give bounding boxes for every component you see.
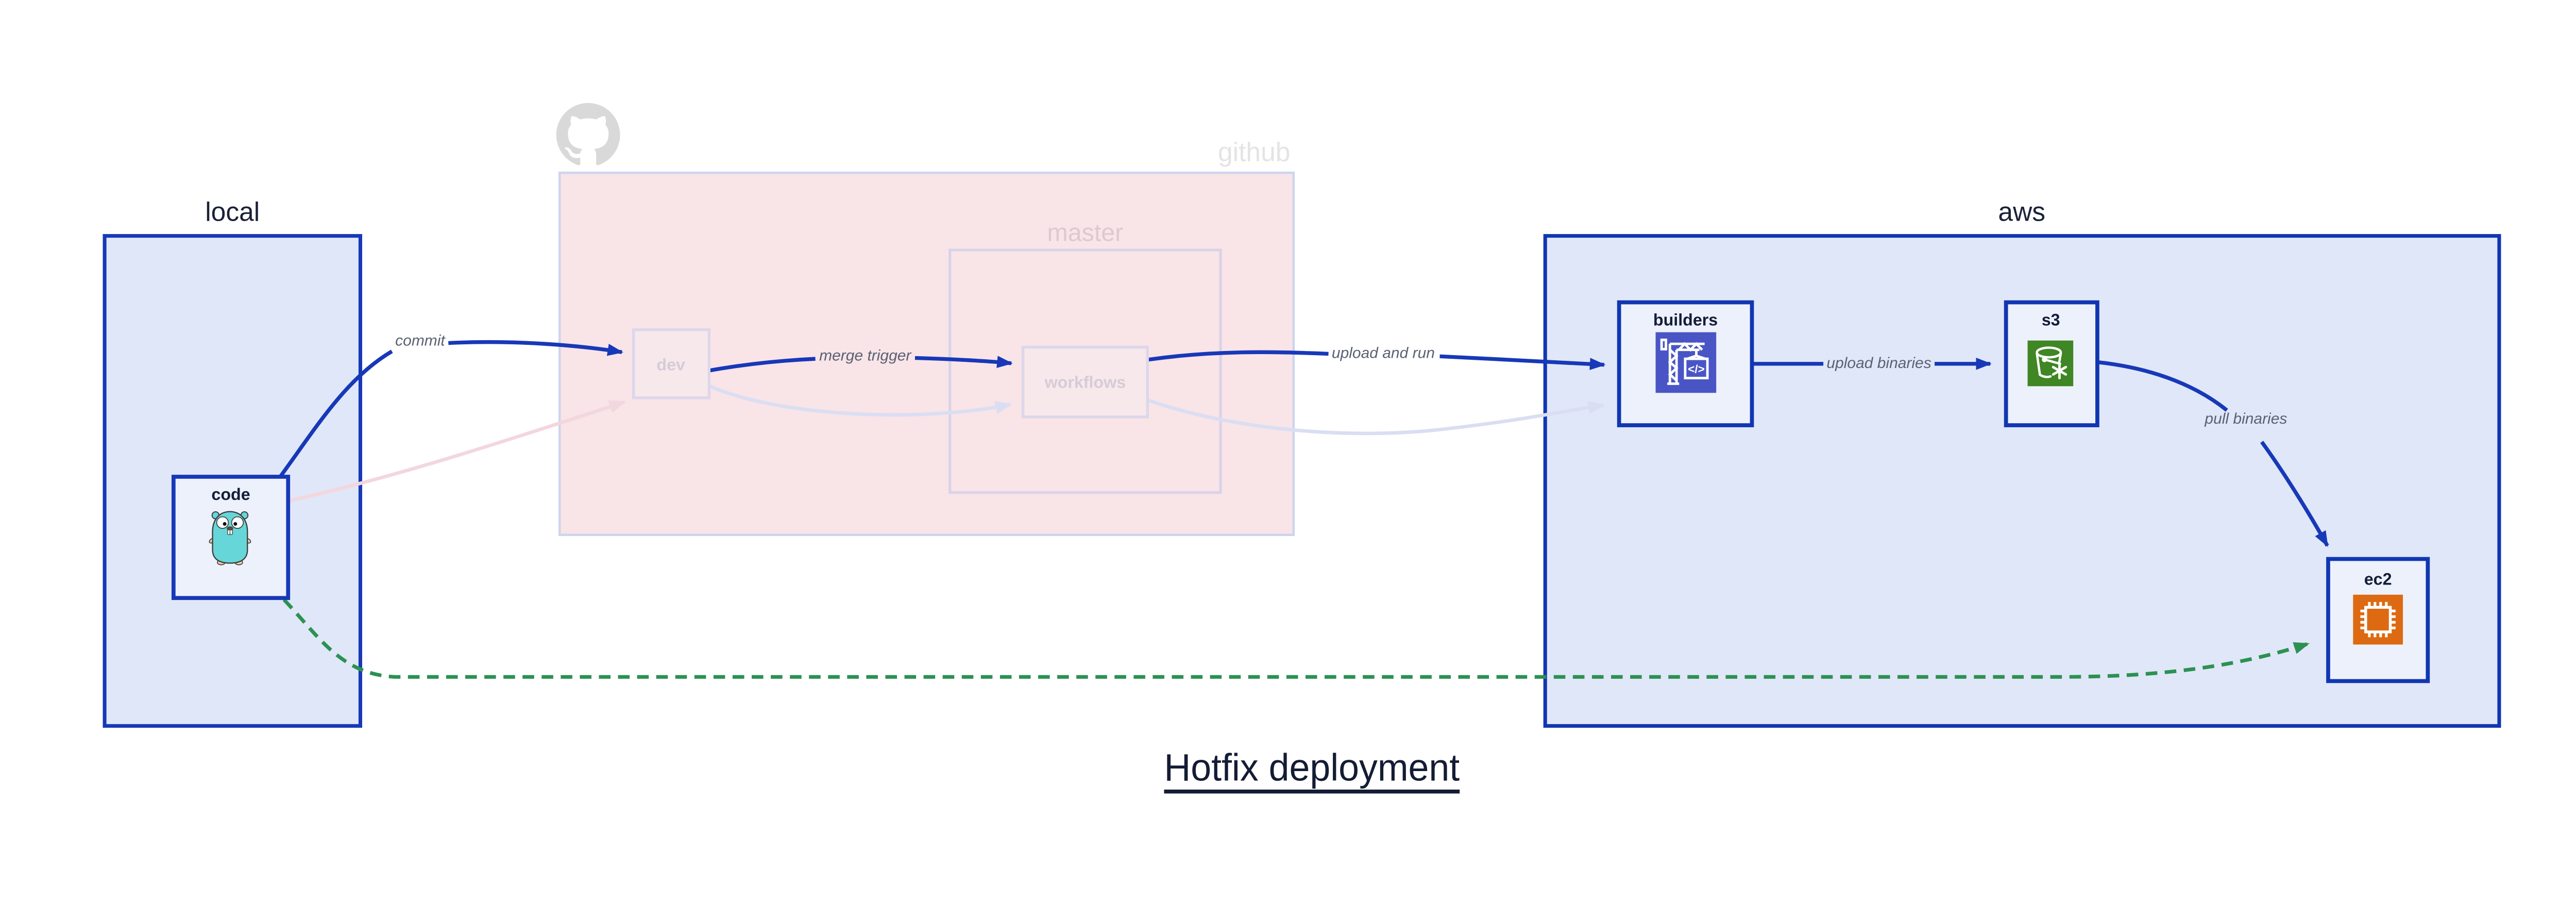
node-builders: builders </> bbox=[1617, 300, 1754, 427]
edge-upload-and-run-line-start bbox=[1148, 350, 1329, 362]
group-github-label: github bbox=[1218, 137, 1290, 167]
node-ec2: ec2 bbox=[2326, 557, 2430, 683]
node-s3-label: s3 bbox=[2042, 311, 2060, 329]
edge-commit bbox=[277, 340, 623, 480]
edge-upload-binaries-label: upload binaries bbox=[1826, 355, 1931, 372]
node-builders-box bbox=[1617, 300, 1754, 427]
group-master-box bbox=[948, 248, 1222, 494]
group-aws-label: aws bbox=[1998, 197, 2045, 227]
node-workflows-label: workflows bbox=[1044, 373, 1126, 392]
edge-code-to-dev-faded bbox=[289, 400, 626, 503]
edge-pull-binaries-line-start bbox=[2097, 360, 2228, 412]
node-ec2-label: ec2 bbox=[2364, 570, 2392, 588]
edge-upload-and-run-label: upload and run bbox=[1332, 345, 1435, 362]
node-workflows-box bbox=[1021, 345, 1149, 419]
edge-workflows-to-builders-faded bbox=[1147, 398, 1605, 436]
edge-commit-line-start bbox=[277, 349, 393, 480]
edge-pull-binaries-label: pull binaries bbox=[2204, 410, 2287, 427]
group-github: github master bbox=[556, 103, 1295, 537]
aws-s3-glacier-icon bbox=[2027, 340, 2074, 387]
edge-commit-label: commit bbox=[395, 332, 446, 349]
node-dev: dev bbox=[632, 328, 711, 399]
node-code-label: code bbox=[211, 485, 250, 504]
edge-pull-binaries bbox=[2097, 360, 2329, 547]
go-gopher-icon bbox=[209, 511, 251, 565]
edge-merge-trigger-line-start bbox=[709, 357, 816, 373]
group-local: local bbox=[103, 197, 362, 728]
node-dev-label: dev bbox=[656, 356, 685, 374]
edge-upload-and-run bbox=[1148, 350, 1606, 371]
edge-commit-line-end bbox=[448, 340, 623, 356]
node-workflows: workflows bbox=[1021, 345, 1149, 419]
node-builders-label: builders bbox=[1653, 311, 1718, 329]
edge-dev-to-workflows-faded bbox=[709, 385, 1012, 417]
edge-upload-and-run-line-end bbox=[1439, 354, 1606, 371]
edge-pull-binaries-line-end bbox=[2260, 441, 2329, 547]
aws-codebuild-icon: </> bbox=[1655, 332, 1717, 393]
page-title: Hotfix deployment bbox=[1164, 746, 1460, 789]
edge-merge-trigger-label: merge trigger bbox=[819, 347, 911, 364]
node-s3: s3 bbox=[2004, 300, 2099, 427]
codebuild-icon-glyph: </> bbox=[1688, 363, 1705, 376]
github-octocat-icon bbox=[556, 103, 620, 165]
edge-merge-trigger bbox=[709, 356, 1013, 373]
node-code: code bbox=[171, 475, 291, 600]
edge-hotfix-dashed bbox=[282, 598, 2310, 679]
group-local-label: local bbox=[205, 197, 260, 227]
group-master-label: master bbox=[1047, 219, 1124, 246]
edge-merge-trigger-line-end bbox=[914, 356, 1013, 368]
aws-ec2-icon bbox=[2353, 594, 2403, 645]
node-dev-box bbox=[632, 328, 711, 399]
